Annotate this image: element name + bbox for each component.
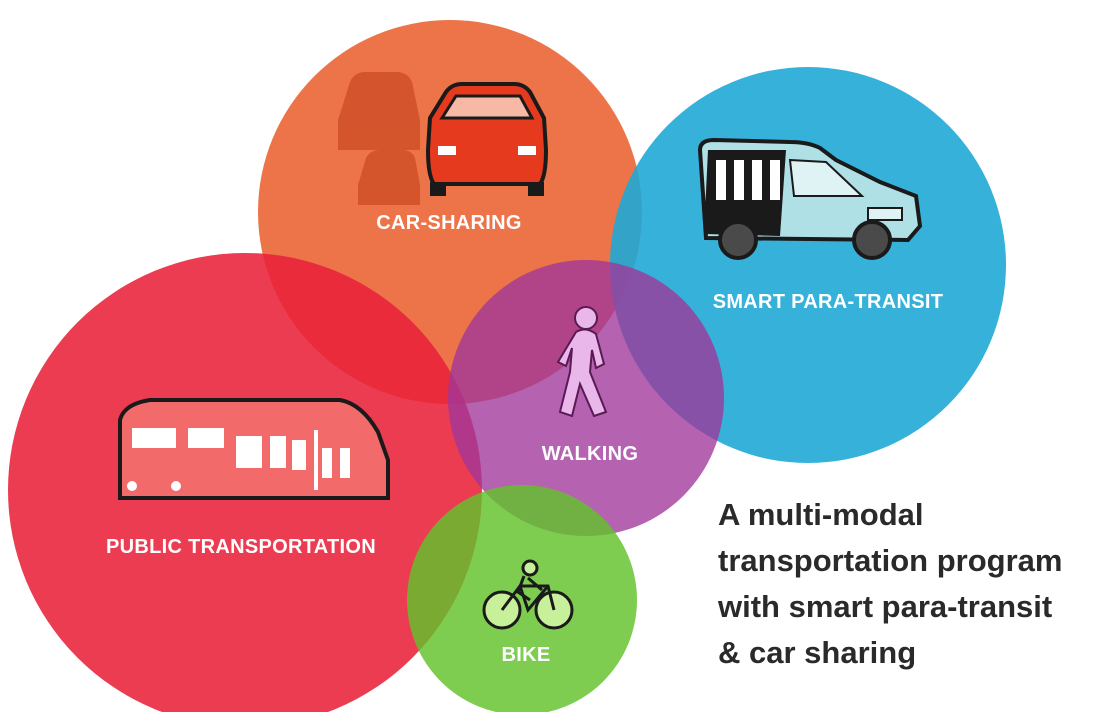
caption-line-1: A multi-modal [718, 497, 924, 532]
diagram-caption: A multi-modal transportation program wit… [718, 492, 1098, 676]
train-icon [118, 398, 390, 500]
bike-label: BIKE [502, 644, 551, 666]
walking-person-icon [556, 306, 608, 418]
para-transit-van-icon [697, 137, 923, 260]
caption-line-3: with smart para-transit [718, 589, 1053, 624]
caption-line-4: & car sharing [718, 635, 917, 670]
bicycle-icon [482, 559, 574, 630]
caption-line-2: transportation program [718, 543, 1063, 578]
smart-para-transit-label: SMART PARA-TRANSIT [713, 291, 944, 313]
public-transportation-label: PUBLIC TRANSPORTATION [106, 536, 376, 558]
car-sharing-icon [338, 72, 549, 205]
walking-label: WALKING [542, 443, 639, 465]
bike-circle [407, 485, 637, 712]
car-sharing-label: CAR-SHARING [376, 212, 522, 234]
